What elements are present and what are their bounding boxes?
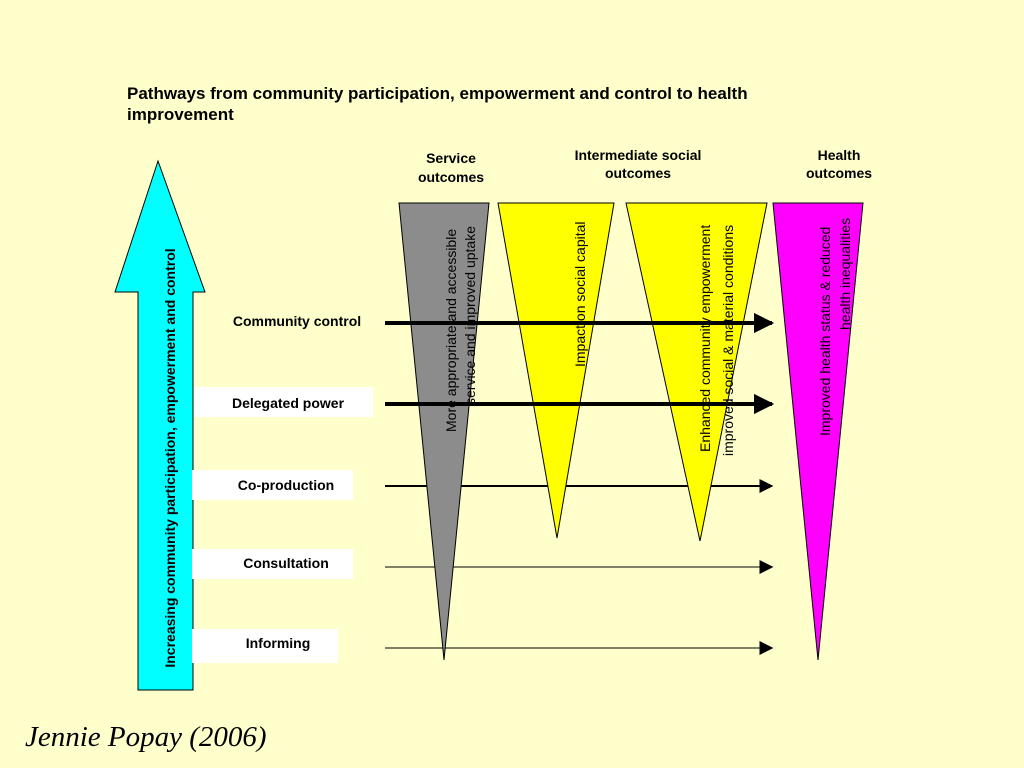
header-health-line-2: outcomes (806, 165, 872, 181)
health-triangle-text-1: Improved health status & reduced (817, 227, 833, 436)
up-arrow (114, 159, 206, 691)
health-triangle (772, 202, 864, 661)
social-capital-triangle-text: Impact on social capital (572, 221, 588, 367)
header-service-line-1: Service (426, 150, 476, 166)
level-informing: Informing (246, 635, 311, 651)
header-health-line-1: Health (818, 147, 861, 163)
service-triangle (398, 202, 490, 661)
level-co-production: Co-production (238, 477, 334, 493)
empowerment-triangle-text-2: improved social & material conditions (720, 225, 736, 456)
header-intermediate-line-2: outcomes (605, 165, 671, 181)
empowerment-triangle (625, 202, 768, 542)
level-box-consultation (192, 549, 353, 579)
level-box-co-production (192, 470, 353, 500)
level-consultation: Consultation (243, 555, 329, 571)
service-triangle-text-1: More appropriate and accessible (443, 229, 459, 432)
title-line-2: improvement (127, 105, 234, 124)
service-triangle-text-2: service and improved uptake (462, 226, 478, 405)
level-community-control: Community control (233, 313, 361, 329)
header-intermediate-line-1: Intermediate social (575, 147, 702, 163)
title-line-1: Pathways from community participation, e… (127, 84, 748, 103)
up-arrow-label: Increasing community participation, empo… (162, 248, 178, 667)
level-box-informing (192, 629, 338, 663)
level-delegated-power: Delegated power (232, 395, 345, 411)
health-triangle-text-2: health inequalities (837, 218, 853, 330)
empowerment-triangle-text-1: Enhanced community empowerment (697, 225, 713, 452)
level-box-delegated-power (195, 387, 373, 417)
citation: Jennie Popay (2006) (25, 721, 267, 753)
social-capital-triangle (497, 202, 615, 539)
header-service-line-2: outcomes (418, 169, 484, 185)
